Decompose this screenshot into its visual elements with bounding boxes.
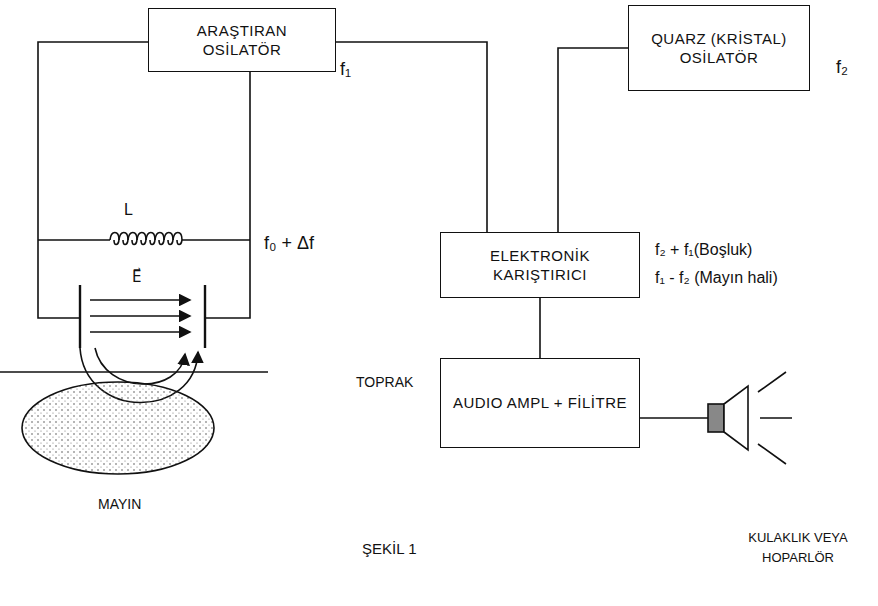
- mixer-box: ELEKTRONİK KARIŞTIRICI: [440, 232, 640, 298]
- coil-turn: [110, 233, 119, 245]
- signal-wire: [558, 48, 628, 232]
- signal-wire: [336, 42, 487, 232]
- frequency-label: f₁: [340, 58, 351, 81]
- tank-wire: [38, 42, 148, 318]
- signal-label: f₂ + f₁(Boşluk): [655, 240, 752, 260]
- ground-line: [0, 371, 268, 373]
- box-text: ELEKTRONİK KARIŞTIRICI: [451, 246, 629, 285]
- field-arrow: [90, 315, 190, 317]
- inductor-symbol: [110, 233, 182, 245]
- field-arrow: [90, 299, 190, 301]
- tank-wire: [205, 72, 250, 318]
- oscillator-box: ARAŞTIRAN OSİLATÖR: [148, 8, 336, 72]
- mine-body: [22, 382, 214, 474]
- signal-wire: [540, 298, 541, 358]
- figure-caption: ŞEKİL 1: [362, 540, 416, 559]
- part-name: MAYIN: [98, 496, 141, 514]
- field-arrow: [90, 331, 190, 333]
- frequency-label: f₂: [836, 56, 848, 79]
- coil-turn: [128, 233, 137, 245]
- region-label: TOPRAK: [356, 374, 413, 392]
- box-text: AUDIO AMPL + FİLİTRE: [453, 393, 627, 413]
- coil-turn: [173, 233, 182, 245]
- fringe-field: [95, 348, 185, 384]
- sound-waves: [758, 372, 792, 464]
- box-text: ARAŞTIRAN OSİLATÖR: [159, 21, 325, 60]
- coil-turn: [155, 233, 164, 245]
- field-symbol: E⃗: [132, 268, 141, 287]
- coil-turn: [119, 233, 128, 245]
- signal-label: f₁ - f₂ (Mayın hali): [655, 268, 778, 288]
- speaker-wire: [640, 417, 708, 419]
- coil-turn: [146, 233, 155, 245]
- coil-turn: [137, 233, 146, 245]
- box-text: QUARZ (KRİSTAL) OSİLATÖR: [639, 29, 799, 68]
- speaker-magnet: [708, 404, 724, 432]
- inductor-wire: [38, 239, 250, 241]
- amplifier-box: AUDIO AMPL + FİLİTRE: [440, 358, 640, 448]
- coil-turn: [164, 233, 173, 245]
- part-name: KULAKLIK VEYA HOPARLÖR: [738, 528, 858, 567]
- capacitor-plate: [204, 285, 206, 348]
- frequency-label: f₀ + Δf: [264, 232, 314, 255]
- capacitor-plate: [79, 285, 81, 348]
- part-name: L: [124, 200, 133, 220]
- oscillator-box: QUARZ (KRİSTAL) OSİLATÖR: [628, 5, 810, 91]
- speaker-cone: [724, 386, 748, 450]
